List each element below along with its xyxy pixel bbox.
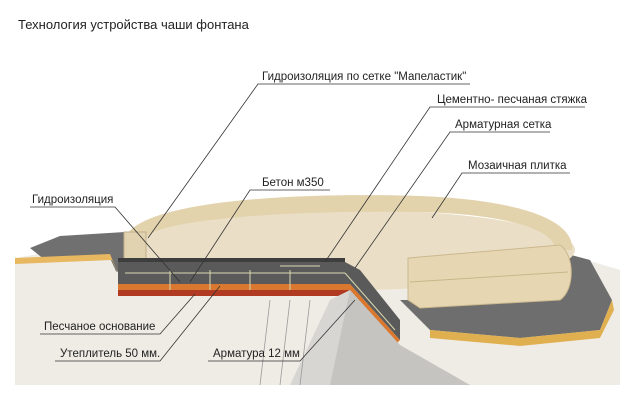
label-sand-base: Песчаное основание xyxy=(44,321,155,333)
pit-shadow xyxy=(290,290,350,385)
paving-right xyxy=(400,252,612,338)
label-waterproofing-mesh: Гидроизоляция по сетке "Мапеластик" xyxy=(262,71,466,83)
leader-lines xyxy=(30,83,585,362)
rebar-vertical xyxy=(259,299,311,386)
bowl-rim xyxy=(125,195,573,250)
label-mosaic-tile: Мозаичная плитка xyxy=(468,160,567,172)
document-title: Технология устройства чаши фонтана xyxy=(18,17,249,32)
layer-screed xyxy=(118,258,345,262)
layer-sand-yellow xyxy=(15,254,120,278)
layer-concrete xyxy=(118,262,400,340)
label-cement-screed: Цементно- песчаная стяжка xyxy=(437,94,588,106)
label-rebar: Арматура 12 мм xyxy=(213,348,300,360)
sand-strip-right xyxy=(430,300,614,346)
label-concrete: Бетон м350 xyxy=(262,177,324,189)
label-insulation: Утеплитель 50 мм. xyxy=(60,348,160,360)
label-waterproofing: Гидроизоляция xyxy=(32,194,113,206)
rebar-mesh xyxy=(125,265,396,331)
label-rebar-mesh: Арматурная сетка xyxy=(455,119,552,131)
rim-groove xyxy=(409,271,569,283)
